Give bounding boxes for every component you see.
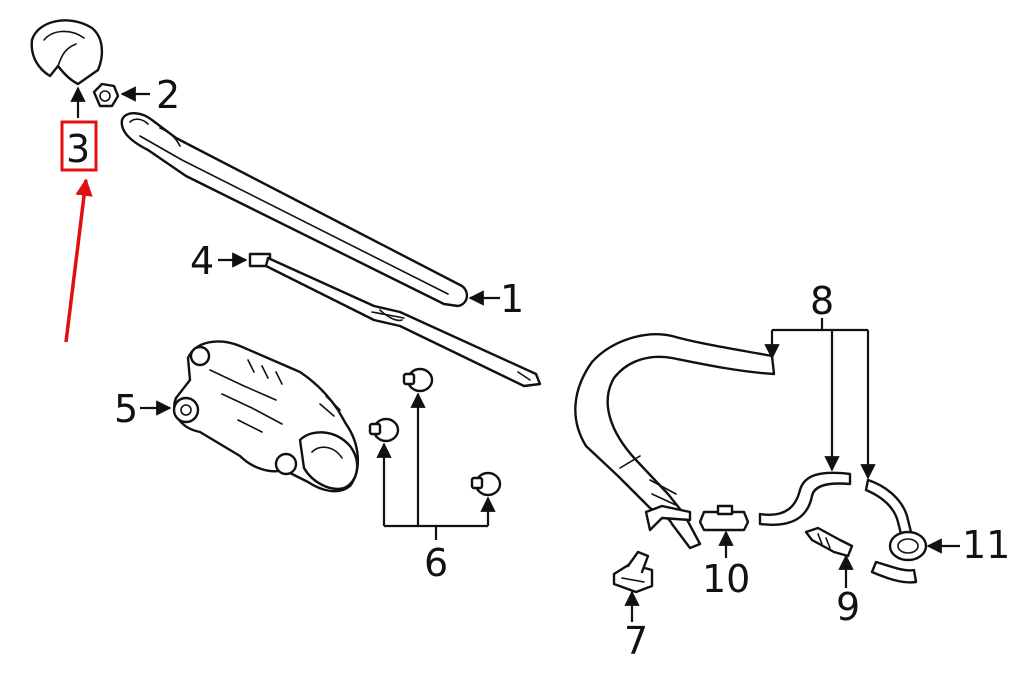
part-2-nut [92,82,120,108]
callout-5: 5 [114,387,138,431]
part-3-cover [30,19,104,86]
highlight-box [60,120,98,172]
grommet-a [402,367,434,393]
highlight-arrow [64,178,93,343]
highlight-callout-3 [60,120,98,343]
callout-11: 11 [962,523,1010,567]
part-10-t-connector [698,504,750,532]
grommet-b [368,417,400,443]
callout-7: 7 [624,619,648,663]
callout-2: 2 [156,73,180,117]
part-4-wiper-blade [248,252,542,388]
part-9-check-valve [804,526,854,558]
callout-8: 8 [810,279,834,323]
part-8-hoses [574,333,918,584]
callout-4: 4 [190,239,214,283]
part-6-grommets [368,367,502,497]
part-11-grommet [888,530,928,562]
callout-9: 9 [836,585,860,629]
callout-10: 10 [702,557,750,601]
part-5-wiper-motor [172,340,360,493]
callout-6: 6 [424,541,448,585]
part-7-nozzle [612,550,654,594]
callout-1: 1 [500,277,524,321]
callout-labels: 1 2 3 4 5 6 7 8 9 10 11 [66,73,1010,663]
grommet-c [470,471,502,497]
callout-3: 3 [66,127,90,171]
leader-lines [70,86,960,622]
part-1-wiper-arm [120,112,469,308]
